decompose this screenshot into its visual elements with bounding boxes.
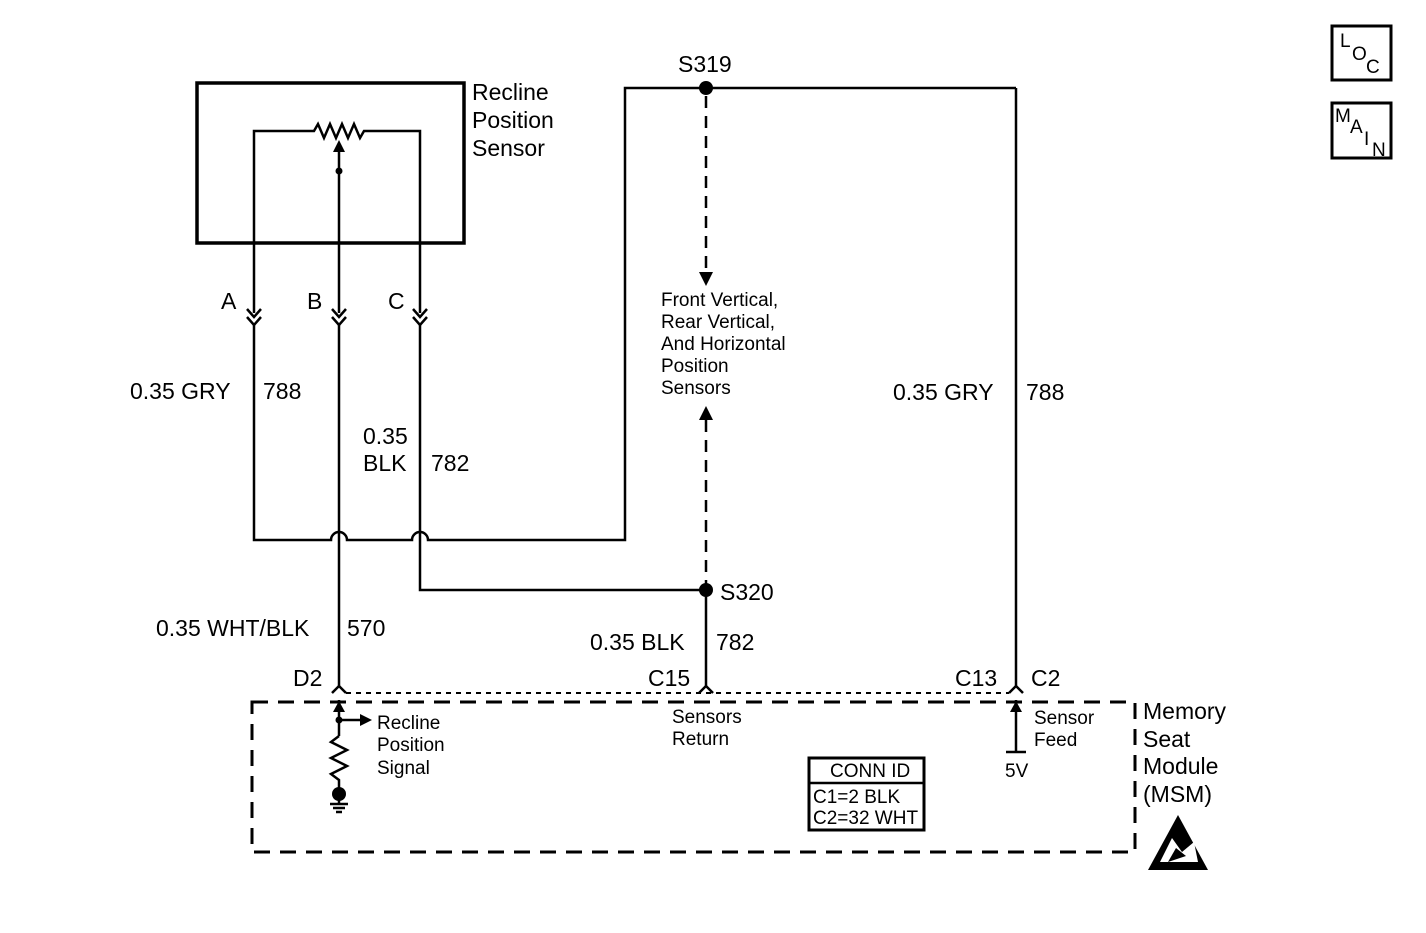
esd-warning-icon <box>1148 815 1208 870</box>
dashed-connection <box>699 96 713 584</box>
sensor-potentiometer <box>252 120 422 313</box>
wire-label-blk-bottom-circuit: 782 <box>716 629 754 655</box>
recline-signal-label-2: Position <box>377 735 445 756</box>
splice-s319 <box>699 81 713 95</box>
loc-button[interactable]: L O C <box>1330 24 1393 82</box>
wire-label-blk-bottom-size: 0.35 BLK <box>590 629 685 655</box>
pin-label-c: C <box>388 288 405 314</box>
note-line-1: Front Vertical, <box>661 290 778 311</box>
main-letter-n: N <box>1372 140 1386 161</box>
terminal-carets <box>331 684 1024 694</box>
recline-signal-label-1: Recline <box>377 713 440 734</box>
sensor-feed-circuit <box>1006 700 1026 754</box>
sensors-return-label-2: Return <box>672 729 729 750</box>
wire-label-wht-blk-circuit: 570 <box>347 615 385 641</box>
terminal-d2: D2 <box>293 665 322 691</box>
main-letter-a: A <box>1350 117 1363 138</box>
wire-label-gry-left-circuit: 788 <box>263 378 301 404</box>
pin-label-b: B <box>307 288 322 314</box>
recline-signal-label-3: Signal <box>377 758 430 779</box>
main-button[interactable]: M A I N <box>1330 101 1393 161</box>
sensors-return-label-1: Sensors <box>672 707 742 728</box>
note-line-4: Position <box>661 356 729 377</box>
main-letter-i: I <box>1364 129 1369 150</box>
note-line-3: And Horizontal <box>661 334 786 355</box>
splice-s320-label: S320 <box>720 579 774 605</box>
splice-s320 <box>699 583 713 597</box>
wire-label-blk-left-circuit: 782 <box>431 450 469 476</box>
wire-label-gry-left-size: 0.35 GRY <box>130 378 231 404</box>
note-line-5: Sensors <box>661 378 731 399</box>
terminal-c15: C15 <box>648 665 690 691</box>
module-name-4: (MSM) <box>1143 781 1212 807</box>
sensor-title-3: Sensor <box>472 135 545 161</box>
voltage-label: 5V <box>1005 761 1029 782</box>
loc-letter-l: L <box>1340 31 1351 52</box>
conn-id-table: CONN ID C1=2 BLK C2=32 WHT <box>807 756 926 832</box>
loc-letter-o: O <box>1352 44 1367 65</box>
wire-label-gry-right-circuit: 788 <box>1026 379 1064 405</box>
terminal-c2: C2 <box>1031 665 1060 691</box>
wire-label-blk-left-size-1: 0.35 <box>363 423 408 449</box>
module-name-3: Module <box>1143 753 1218 779</box>
conn-id-row-2: C2=32 WHT <box>813 808 918 829</box>
sensor-box <box>195 81 466 245</box>
module-name-1: Memory <box>1143 698 1227 724</box>
module-box <box>250 700 1137 854</box>
conn-id-header: CONN ID <box>830 761 910 782</box>
splice-s319-label: S319 <box>678 51 732 77</box>
recline-signal-circuit <box>328 700 372 790</box>
sensor-feed-label-2: Feed <box>1034 730 1077 751</box>
wire-label-gry-right-size: 0.35 GRY <box>893 379 994 405</box>
module-name-2: Seat <box>1143 726 1191 752</box>
wire-label-wht-blk-size: 0.35 WHT/BLK <box>156 615 310 641</box>
wire-label-blk-left-size-2: BLK <box>363 450 407 476</box>
sensor-title-1: Recline <box>472 79 549 105</box>
wire-blk-782-left <box>418 325 706 592</box>
sensor-title-2: Position <box>472 107 554 133</box>
main-letter-m: M <box>1335 106 1351 127</box>
loc-letter-c: C <box>1366 57 1380 78</box>
pin-label-a: A <box>221 288 237 314</box>
terminal-c13: C13 <box>955 665 997 691</box>
ground-icon <box>330 787 348 814</box>
conn-id-row-1: C1=2 BLK <box>813 787 900 808</box>
wire-gry-788-left <box>252 86 1016 542</box>
sensor-feed-label-1: Sensor <box>1034 708 1095 729</box>
note-line-2: Rear Vertical, <box>661 312 775 333</box>
